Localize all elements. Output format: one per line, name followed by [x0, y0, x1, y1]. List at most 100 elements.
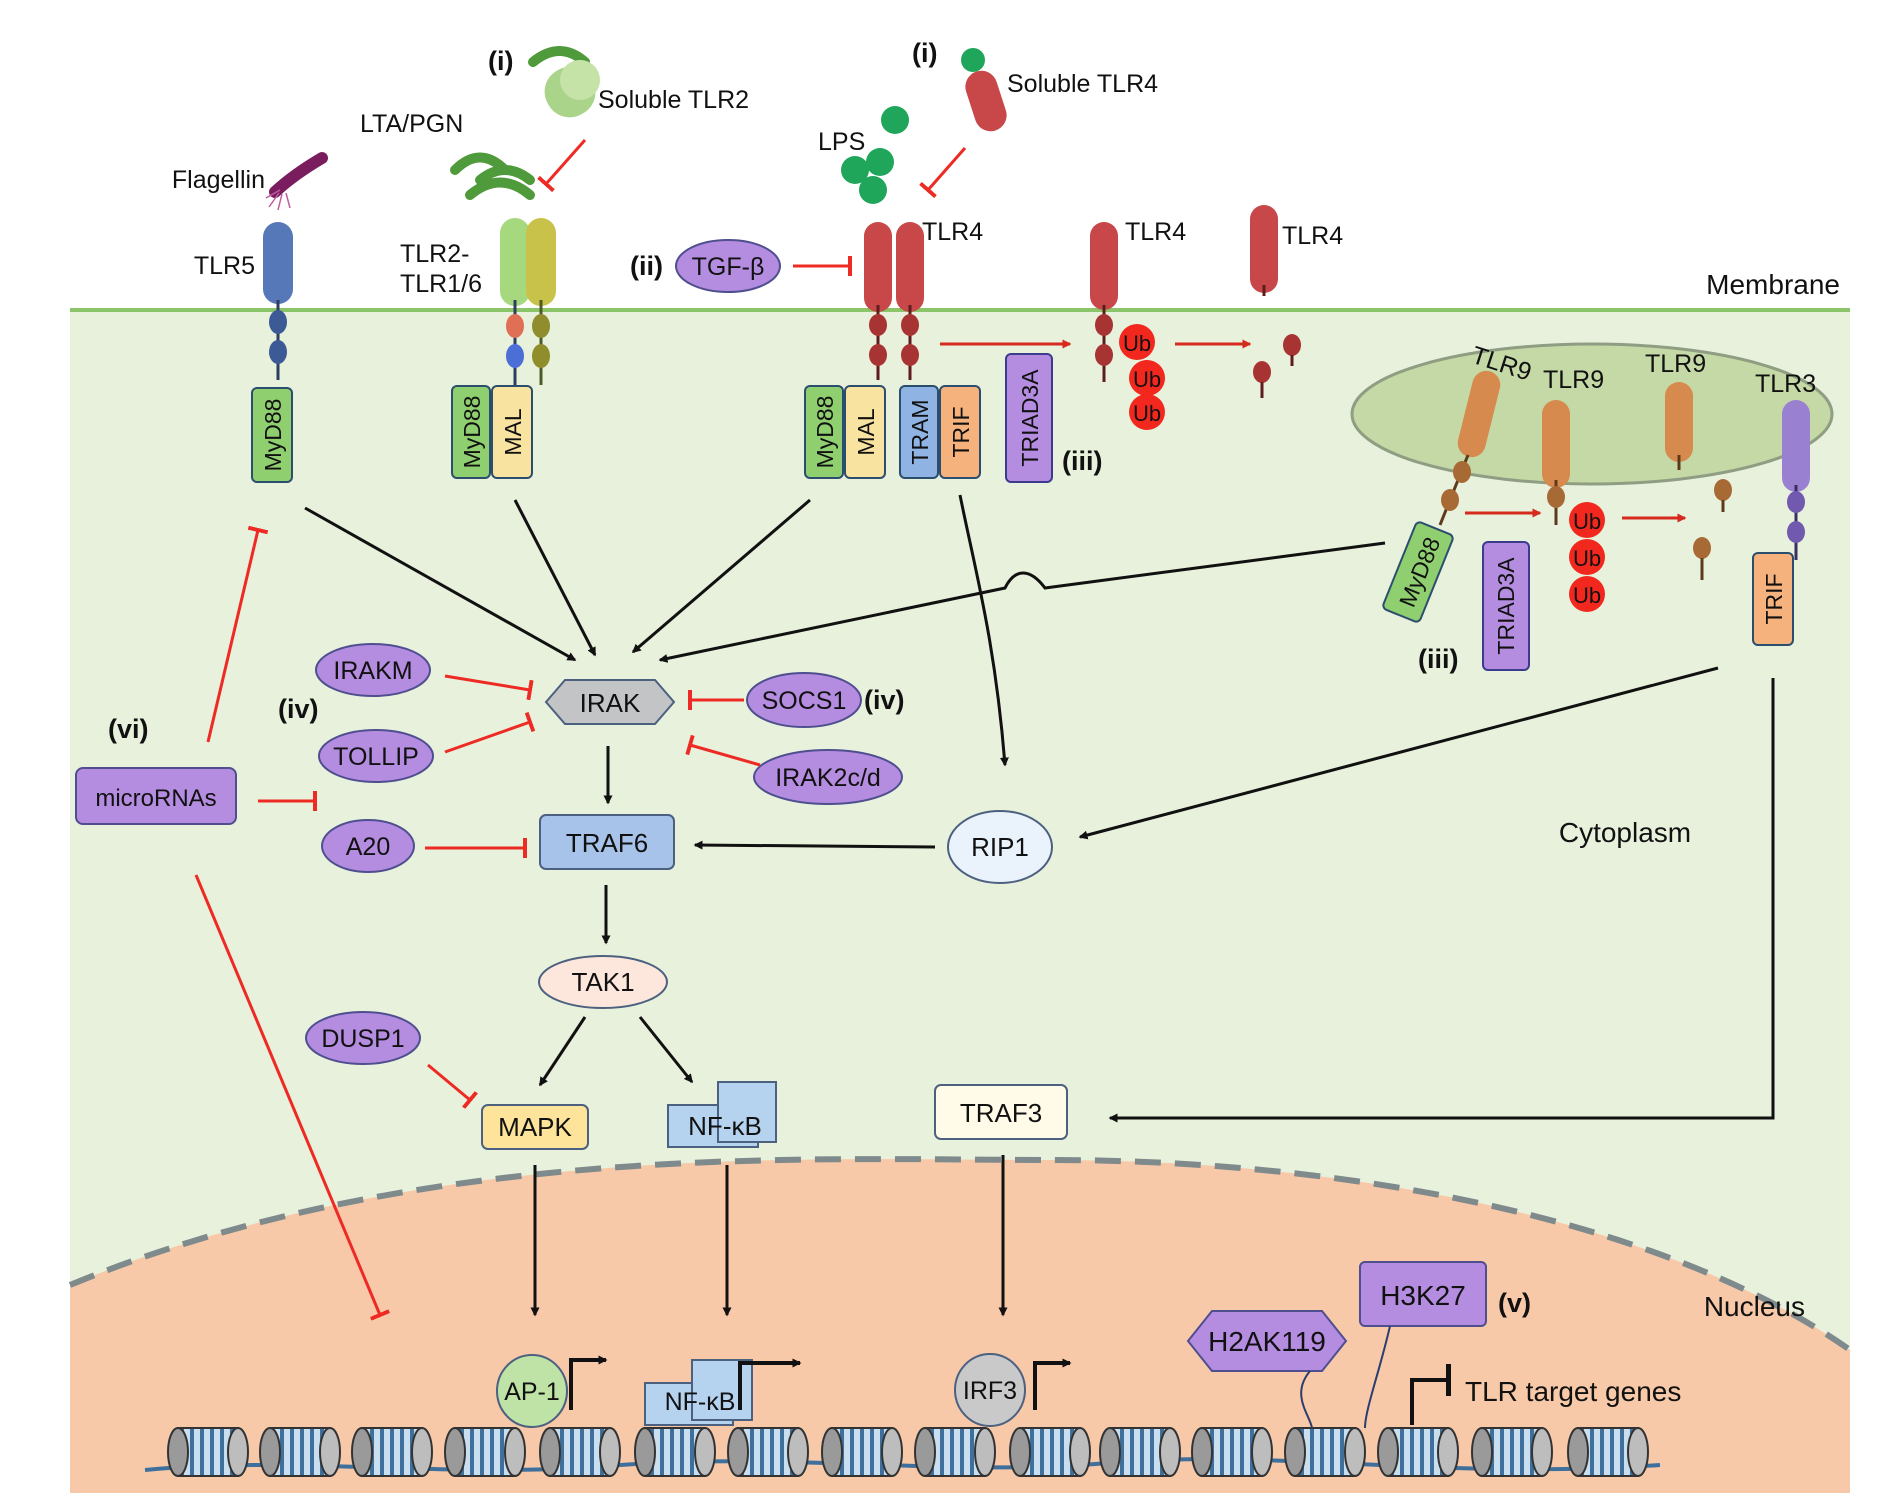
soluble-tlr4-inhibition [919, 147, 967, 199]
tlr4-mal-label: MAL [853, 408, 879, 456]
roman-i-label-1: (i) [488, 46, 513, 76]
irakm-label: IRAKM [333, 657, 412, 685]
socs1-oval[interactable] [746, 672, 862, 728]
tlr2-mal-label: MAL [500, 408, 526, 456]
nucleosome [821, 1427, 903, 1477]
socs1-label: SOCS1 [762, 687, 847, 715]
nucleosome [1099, 1427, 1181, 1477]
soluble-tlr2-icon [528, 46, 600, 118]
tlr5-myd88-label: MyD88 [260, 399, 286, 472]
tlr5-myd88-box [251, 387, 293, 483]
h2ak119-label: H2AK119 [1208, 1326, 1326, 1357]
tlr4-tram-box [899, 385, 939, 479]
tlr2-mal-box [491, 385, 533, 479]
tgf-beta-oval[interactable] [675, 239, 781, 293]
mapk-node[interactable] [481, 1104, 589, 1150]
nucleosome [444, 1427, 526, 1477]
tlr5-receptor [263, 222, 293, 380]
tlr4-ub-3: Ub [1133, 401, 1161, 426]
traf3-label: TRAF3 [960, 1098, 1042, 1128]
activation-arrows [304, 494, 1775, 1317]
irak2cd-label: IRAK2c/d [775, 764, 881, 792]
h3k27-mark[interactable] [1359, 1261, 1487, 1327]
rip1-label: RIP1 [971, 832, 1029, 862]
traf6-node[interactable] [539, 814, 675, 870]
irakm-oval[interactable] [315, 643, 431, 697]
flagellin-label: Flagellin [172, 166, 265, 194]
tlr5-label: TLR5 [194, 252, 255, 280]
tlr2-label-line2: TLR1/6 [400, 270, 482, 298]
nucleosome [914, 1427, 996, 1477]
a20-oval[interactable] [321, 819, 415, 873]
triad3a-tlr4-box[interactable] [1005, 353, 1053, 483]
nucleosome [1191, 1427, 1273, 1477]
roman-iii-label-1: (iii) [1062, 446, 1103, 476]
micrornas-box[interactable] [75, 767, 237, 825]
rip1-node[interactable] [947, 810, 1053, 884]
traf3-node[interactable] [934, 1084, 1068, 1140]
transcription-start-arrows [569, 1355, 1072, 1410]
nucleosome [1567, 1427, 1649, 1477]
tlr9-myd88-box [1382, 521, 1454, 623]
tlr3-label: TLR3 [1755, 370, 1816, 398]
nfkb-label: NF-κB [688, 1111, 762, 1141]
cytoplasm-label: Cytoplasm [1559, 817, 1691, 848]
tlr4-trif-box [939, 385, 981, 479]
triad3a-tlr4-label: TRIAD3A [1017, 369, 1043, 467]
tlr9-receptor-1 [1438, 370, 1501, 526]
nucleosome [1284, 1427, 1366, 1477]
nucleosome [259, 1427, 341, 1477]
nucleosome [727, 1427, 809, 1477]
ap1-node[interactable] [496, 1354, 568, 1428]
lta-pgn-icon [450, 152, 535, 200]
tollip-oval[interactable] [318, 729, 434, 783]
soluble-tlr4-label: Soluble TLR4 [1007, 70, 1158, 98]
nucleosome [167, 1427, 249, 1477]
tlr2-tlr1-6-receptor [500, 218, 556, 385]
dusp1-label: DUSP1 [321, 1025, 404, 1053]
tlr2-label-line1: TLR2- [400, 240, 469, 268]
lps-label: LPS [818, 128, 865, 156]
nucleus-nfkb-label: NF-κB [665, 1388, 736, 1416]
mapk-label: MAPK [498, 1112, 572, 1142]
roman-v-label: (v) [1498, 1288, 1531, 1318]
irf3-node[interactable] [954, 1353, 1026, 1427]
histone-tails [1300, 1325, 1391, 1429]
h2ak119-mark[interactable] [1186, 1310, 1348, 1372]
triad3a-tlr9-label: TRIAD3A [1493, 557, 1519, 655]
nucleosome [539, 1427, 621, 1477]
nucleosome [634, 1427, 716, 1477]
tlr3-trif-label: TRIF [1761, 573, 1787, 624]
irak-node[interactable] [544, 679, 676, 725]
tlr9-ubiquitinated-receptor [1542, 400, 1605, 612]
tak1-label: TAK1 [571, 967, 634, 997]
tlr9-label-2: TLR9 [1543, 366, 1604, 394]
irak2cd-oval[interactable] [753, 749, 903, 805]
tlr4-ubiquitinated-receptor [1090, 222, 1165, 430]
tlr9-ub-2: Ub [1573, 546, 1601, 571]
soluble-tlr2-label: Soluble TLR2 [598, 86, 749, 114]
membrane-label: Membrane [1706, 269, 1840, 300]
endosome [1350, 342, 1834, 486]
tlr4-trif-label: TRIF [948, 406, 974, 457]
tlr9-degraded-receptor [1665, 382, 1732, 580]
repressed-promoter-symbol [1410, 1364, 1451, 1425]
tlr4-tram-label: TRAM [907, 399, 933, 464]
roman-ii-label: (ii) [630, 251, 663, 281]
tlr3-trif-box [1752, 552, 1794, 646]
tlr4-ub-2: Ub [1133, 367, 1161, 392]
micrornas-label: microRNAs [95, 785, 216, 812]
ap1-label: AP-1 [504, 1378, 560, 1406]
soluble-tlr4-icon [961, 48, 1007, 132]
nfkb-node[interactable] [667, 1081, 777, 1148]
tlr4-label-2: TLR4 [1125, 218, 1186, 246]
nucleosome [1377, 1427, 1459, 1477]
tak1-node[interactable] [538, 955, 668, 1009]
dusp1-oval[interactable] [305, 1011, 421, 1065]
triad3a-tlr9-box[interactable] [1482, 541, 1530, 671]
tlr4-mal-box [844, 385, 886, 479]
traf6-label: TRAF6 [566, 828, 648, 858]
tlr4-ub-1: Ub [1123, 331, 1151, 356]
flagellin-icon [265, 152, 328, 211]
irak-label: IRAK [580, 688, 641, 718]
